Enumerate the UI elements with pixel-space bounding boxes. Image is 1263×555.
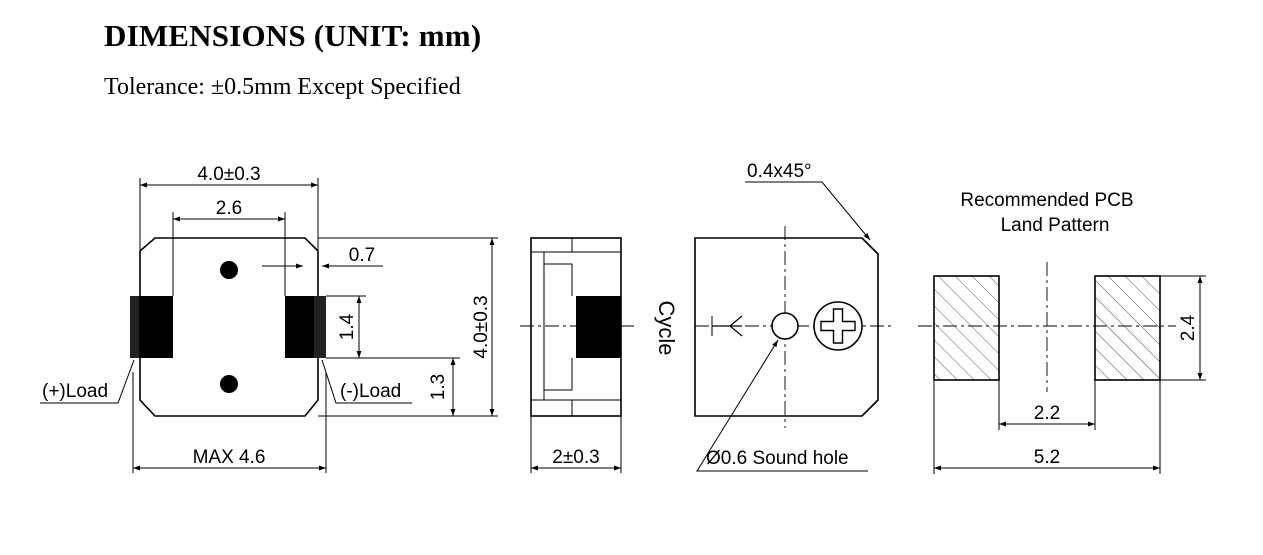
polarity-circle: [813, 301, 863, 351]
pcb-title-line2: Land Pattern: [1001, 215, 1110, 236]
hole-dot: [220, 261, 238, 279]
pcb-total-width-dim: 5.2: [1034, 447, 1060, 468]
pos-load-label: (+)Load: [42, 381, 108, 402]
top-body-outline: [694, 237, 879, 417]
neg-load-label: (-)Load: [340, 381, 401, 402]
front-overall-width-dim: MAX 4.6: [193, 447, 266, 468]
side-view: 2±0.3: [520, 237, 636, 473]
front-pad-height-dim: 1.4: [337, 313, 358, 340]
top-view: Cycle 0.4x45° Ø0.6 Sound hole: [654, 161, 892, 472]
sound-hole-label: Ø0.6 Sound hole: [706, 448, 849, 469]
sound-hole: [771, 312, 799, 340]
land-pad-right: [1094, 275, 1161, 381]
side-inner-line: [543, 252, 573, 296]
pcb-land-pattern: Recommended PCB Land Pattern 2.4 2.2 5.2: [918, 190, 1206, 474]
tolerance-note: Tolerance: ±0.5mm Except Specified: [104, 74, 461, 100]
side-pad: [576, 296, 621, 358]
leader-line: [321, 359, 412, 404]
cycle-label: Cycle: [654, 300, 679, 355]
land-pad-left: [933, 275, 1000, 381]
leader-line: [696, 339, 868, 472]
hole-dot: [220, 375, 238, 393]
front-view: 4.0±0.3 2.6 0.7 4.0±0.3 1.4 1.3 MAX 4.6 …: [40, 164, 498, 473]
front-height-dim: 4.0±0.3: [471, 295, 492, 358]
right-pad: [285, 296, 319, 358]
page-title: DIMENSIONS (UNIT: mm): [104, 18, 482, 53]
right-pad-edge: [314, 296, 326, 358]
front-offset-dim: 0.7: [349, 245, 375, 266]
pcb-title-line1: Recommended PCB: [960, 190, 1133, 211]
chamfer-dim: 0.4x45°: [747, 161, 812, 182]
front-width-dim: 4.0±0.3: [197, 164, 260, 185]
plus-icon: [820, 308, 856, 344]
pcb-pad-height-dim: 2.4: [1178, 314, 1199, 341]
side-inner-line: [543, 358, 573, 400]
side-thickness-dim: 2±0.3: [552, 447, 599, 468]
left-pad: [139, 296, 173, 358]
leader-line: [40, 359, 135, 404]
pcb-gap-dim: 2.2: [1034, 403, 1060, 424]
front-pad-offset-dim: 1.3: [428, 374, 449, 400]
leader-line: [745, 181, 871, 241]
front-inner-width-dim: 2.6: [216, 198, 242, 219]
